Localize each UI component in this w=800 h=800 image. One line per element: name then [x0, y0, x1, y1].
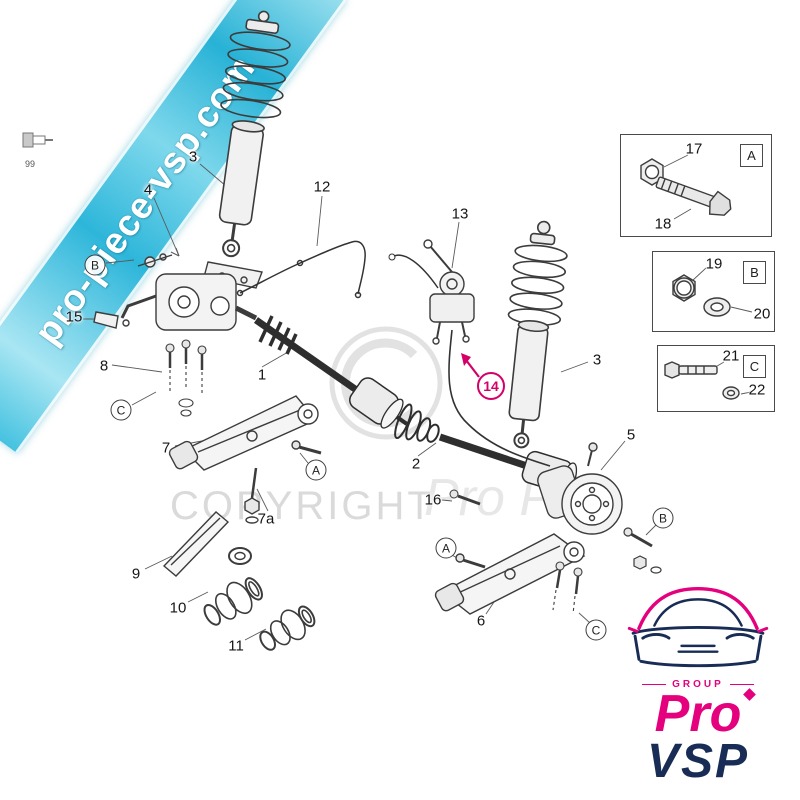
letter-callout-A-3: A — [435, 537, 457, 559]
watermark-banner: pro-piece-vsp.com — [0, 0, 347, 454]
handbrake-cable — [388, 253, 551, 467]
copyright-watermark-text: COPYRIGHT — [170, 484, 435, 528]
gem-icon — [743, 688, 757, 701]
box-letter-a: A — [740, 144, 763, 167]
lower-arm-right — [434, 533, 586, 615]
cv-boot-kit-10 — [203, 577, 263, 626]
box-letter-c: C — [743, 355, 766, 378]
part-label-10-12: 10 — [169, 599, 187, 617]
small-part-icon — [22, 132, 53, 148]
detail-box-c: C — [657, 345, 775, 412]
letter-callout-C-5: C — [585, 619, 607, 641]
part-label-12-2: 12 — [313, 178, 331, 196]
brake-pipe — [236, 240, 366, 299]
letter-callout-A-2: A — [305, 459, 327, 481]
copyright-watermark-ghost: Pro P — [424, 469, 555, 527]
drive-shaft-1 — [253, 315, 408, 429]
provsp-logo: GROUP Pro VSP — [616, 580, 780, 789]
part-label-3-15: 3 — [592, 351, 602, 369]
part-label-5-14: 5 — [626, 426, 636, 444]
part-label-6-16: 6 — [476, 612, 486, 630]
car-icon — [627, 587, 769, 668]
part-label-2-8: 2 — [411, 455, 421, 473]
detail-box-b: B — [652, 251, 775, 332]
hub-right-hardware — [623, 527, 662, 574]
highlight-arrow — [461, 353, 480, 378]
shock-absorber-right — [507, 220, 568, 449]
logo-group-label: GROUP — [616, 679, 780, 690]
letter-callout-C-1: C — [110, 399, 132, 421]
corner-part-number: 99 — [25, 159, 36, 169]
cv-boot-kit-11 — [259, 605, 316, 651]
part-label-9-11: 9 — [131, 565, 141, 583]
box-letter-b: B — [743, 261, 766, 284]
part-label-7-7: 7 — [161, 439, 171, 457]
bolt-set-left — [165, 339, 207, 417]
logo-brand-pro: Pro — [654, 685, 742, 743]
banner-watermark-text: pro-piece-vsp.com — [26, 47, 263, 352]
part-label-8-5: 8 — [99, 357, 109, 375]
logo-brand-vsp: VSP — [646, 735, 750, 789]
arm-right-bolts — [552, 561, 583, 615]
part-label-1-6: 1 — [257, 366, 267, 384]
highlight-callout-14-0: 14 — [477, 372, 505, 400]
copyright-symbol-watermark — [329, 326, 443, 440]
compensator-part-13 — [423, 239, 475, 345]
letter-callout-B-4: B — [652, 507, 674, 529]
part-label-11-13: 11 — [228, 637, 244, 655]
corner-part-icon: 99 — [20, 130, 60, 169]
part-label-13-3: 13 — [451, 205, 469, 223]
detail-box-a: A — [620, 134, 772, 237]
